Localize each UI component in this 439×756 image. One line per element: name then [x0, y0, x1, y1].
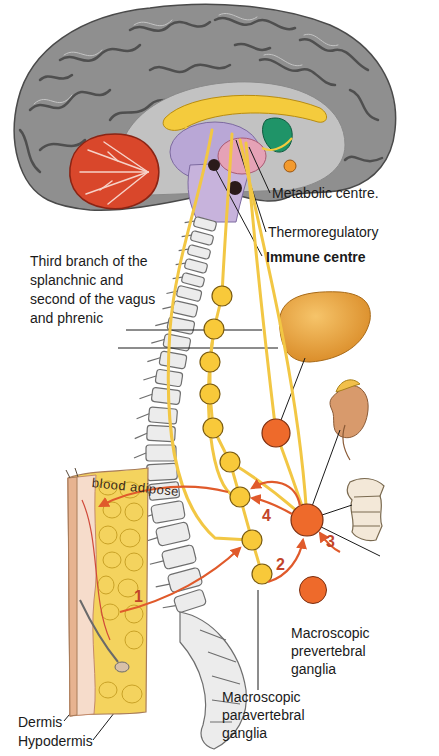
centre-label: Immune centre: [266, 248, 434, 266]
centre-label: Metabolic centre.: [272, 184, 437, 202]
callout-number: 4: [262, 507, 282, 525]
legend-label: Macroscopic prevertebral ganglia: [291, 624, 403, 678]
centre-label: Thermoregulatory: [268, 223, 436, 241]
nerve-label: Third branch of the splanchnic and secon…: [30, 252, 165, 328]
layer-label: Hypodermis: [18, 732, 118, 750]
pathway-arrows: [100, 482, 340, 612]
layer-label: Dermis: [18, 713, 98, 731]
callout-number: 2: [276, 556, 296, 574]
prevertebral-ganglia: [262, 419, 323, 536]
callout-number: 3: [326, 533, 346, 551]
legend-swatch: [299, 576, 327, 604]
callout-number: 1: [134, 588, 154, 606]
ganglia-label: Macroscopic paravertebral ganglia: [222, 688, 342, 742]
paravertebral-ganglia: [200, 286, 272, 584]
